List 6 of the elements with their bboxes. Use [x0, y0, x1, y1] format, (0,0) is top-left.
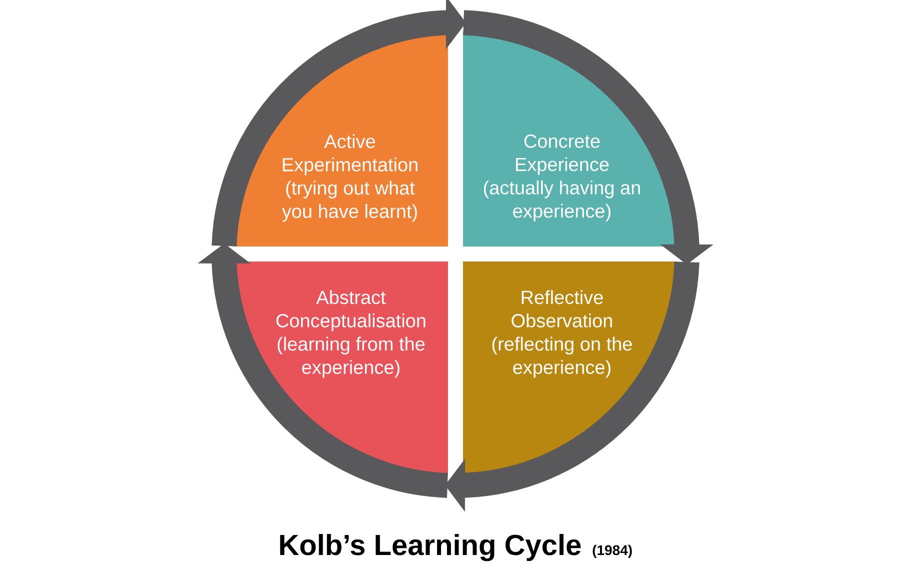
year-label: (1984) — [592, 544, 632, 558]
quadrant-segment: Active Experimentation (trying out what you have learnt) — [234, 32, 448, 246]
quadrant-segment: Concrete Experience (actually having an experience) — [463, 32, 678, 246]
quadrant-segment: Reflective Observation (reflecting on the experience) — [463, 262, 678, 476]
quadrant-segment: Abstract Conceptualisation (learning from the experience) — [234, 262, 448, 476]
title: Kolb’s Learning Cycle — [280, 534, 581, 562]
